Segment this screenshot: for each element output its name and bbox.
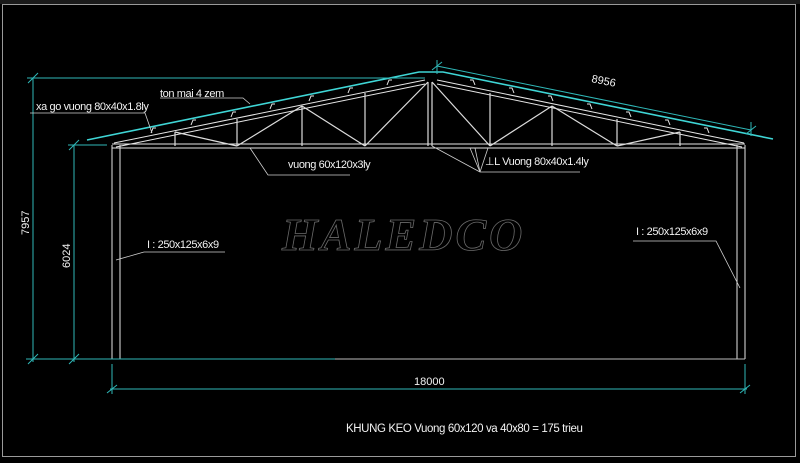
label-bottom-chord: vuong 60x120x3ly (288, 159, 371, 171)
watermark: HALEDCO (281, 209, 525, 260)
purlins (150, 79, 710, 134)
top-chord (113, 79, 745, 148)
dim-span: 18000 (414, 376, 445, 388)
label-column-left: I : 250x125x6x9 (147, 239, 219, 251)
dim-total-height: 7957 (20, 211, 32, 235)
right-column (736, 145, 746, 359)
label-roof-sheet: ton mai 4 zem (160, 88, 224, 100)
label-purlin: xa go vuong 80x40x1.8ly (36, 101, 149, 113)
dim-column-height: 6024 (61, 244, 73, 268)
label-column-right: I : 250x125x6x9 (636, 226, 708, 238)
leader-lines (30, 97, 741, 289)
left-column (111, 145, 121, 359)
top-bar (0, 0, 800, 4)
dim-rafter-length: 8956 (590, 73, 616, 90)
truss-web-members (174, 81, 681, 147)
roof-sheet (86, 71, 774, 141)
angle-symbol-icon: ⊥L (485, 156, 500, 168)
caption: KHUNG KEO Vuong 60x120 va 40x80 = 175 tr… (346, 423, 583, 435)
drawing-frame (2, 4, 796, 457)
dimension-lines (26, 60, 757, 394)
